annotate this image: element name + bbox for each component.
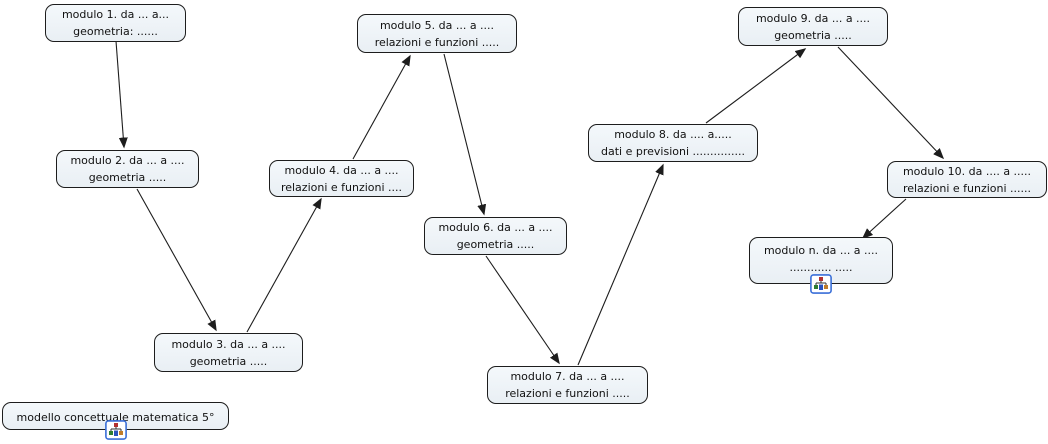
node-modulo-n[interactable]: modulo n. da ... a .... ............ ...…: [749, 237, 893, 284]
node-label: modulo 2. da ... a ....: [70, 154, 185, 167]
edge-modulo-1-modulo-2[interactable]: [115, 40, 128, 149]
node-label: modulo n. da ... a ....: [763, 244, 879, 257]
edge-modulo-9-modulo-10[interactable]: [837, 46, 945, 160]
node-label: geometria: ......: [73, 25, 158, 38]
node-label: modulo 4. da ... a ....: [284, 163, 399, 177]
node-label: dati e previsioni ...............: [601, 145, 745, 158]
node-label: relazioni e funzioni ......: [902, 181, 1032, 195]
node-modulo-9[interactable]: modulo 9. da ... a .... geometria .....: [738, 7, 888, 46]
node-modulo-2[interactable]: modulo 2. da ... a .... geometria .....: [56, 150, 199, 188]
node-label: geometria .....: [456, 238, 535, 251]
node-label: modulo 6. da ... a ....: [438, 221, 553, 234]
node-label: geometria .....: [88, 171, 167, 184]
node-label: modulo 7. da ... a ....: [510, 370, 625, 383]
concept-map-resource-icon[interactable]: [105, 420, 127, 440]
node-label: relazioni e funzioni ....: [280, 180, 403, 194]
node-label: modulo 8. da .... a.....: [614, 128, 732, 141]
node-label: modulo 5. da ... a ....: [379, 18, 495, 32]
edge-modulo-4-modulo-5[interactable]: [352, 54, 411, 160]
edge-modulo-8-modulo-9[interactable]: [705, 48, 807, 124]
edge-modulo-5-modulo-6[interactable]: [443, 53, 487, 216]
edge-modulo-3-modulo-4[interactable]: [246, 197, 322, 333]
node-modulo-7[interactable]: modulo 7. da ... a .... relazioni e funz…: [487, 366, 648, 404]
node-modulo-1[interactable]: modulo 1. da ... a... geometria: ......: [45, 4, 186, 42]
node-label: modello concettuale matematica 5°: [16, 411, 215, 424]
node-modello-concettuale[interactable]: modello concettuale matematica 5°: [2, 402, 229, 430]
node-label: modulo 9. da ... a ....: [755, 11, 871, 25]
concept-map-resource-icon[interactable]: [810, 274, 832, 294]
node-modulo-3[interactable]: modulo 3. da ... a .... geometria .....: [154, 333, 303, 372]
edge-modulo-2-modulo-3[interactable]: [136, 188, 217, 332]
edge-modulo-10-modulo-n[interactable]: [861, 198, 907, 240]
node-label: modulo 3. da ... a ....: [171, 337, 286, 351]
node-label: geometria .....: [189, 354, 268, 368]
node-label: relazioni e funzioni .....: [505, 387, 630, 400]
node-label: modulo 10. da .... a .....: [902, 164, 1032, 178]
edge-modulo-7-modulo-8[interactable]: [577, 163, 664, 366]
node-label: relazioni e funzioni .....: [374, 35, 500, 49]
node-modulo-6[interactable]: modulo 6. da ... a .... geometria .....: [424, 217, 567, 255]
node-label: ............ .....: [789, 261, 853, 274]
node-label: geometria .....: [774, 28, 852, 42]
node-modulo-8[interactable]: modulo 8. da .... a..... dati e previsio…: [588, 124, 758, 162]
node-modulo-5[interactable]: modulo 5. da ... a .... relazioni e funz…: [357, 14, 517, 53]
node-modulo-4[interactable]: modulo 4. da ... a .... relazioni e funz…: [269, 160, 414, 197]
node-label: modulo 1. da ... a...: [61, 8, 170, 21]
edge-modulo-6-modulo-7[interactable]: [485, 255, 560, 365]
node-modulo-10[interactable]: modulo 10. da .... a ..... relazioni e f…: [887, 161, 1047, 198]
